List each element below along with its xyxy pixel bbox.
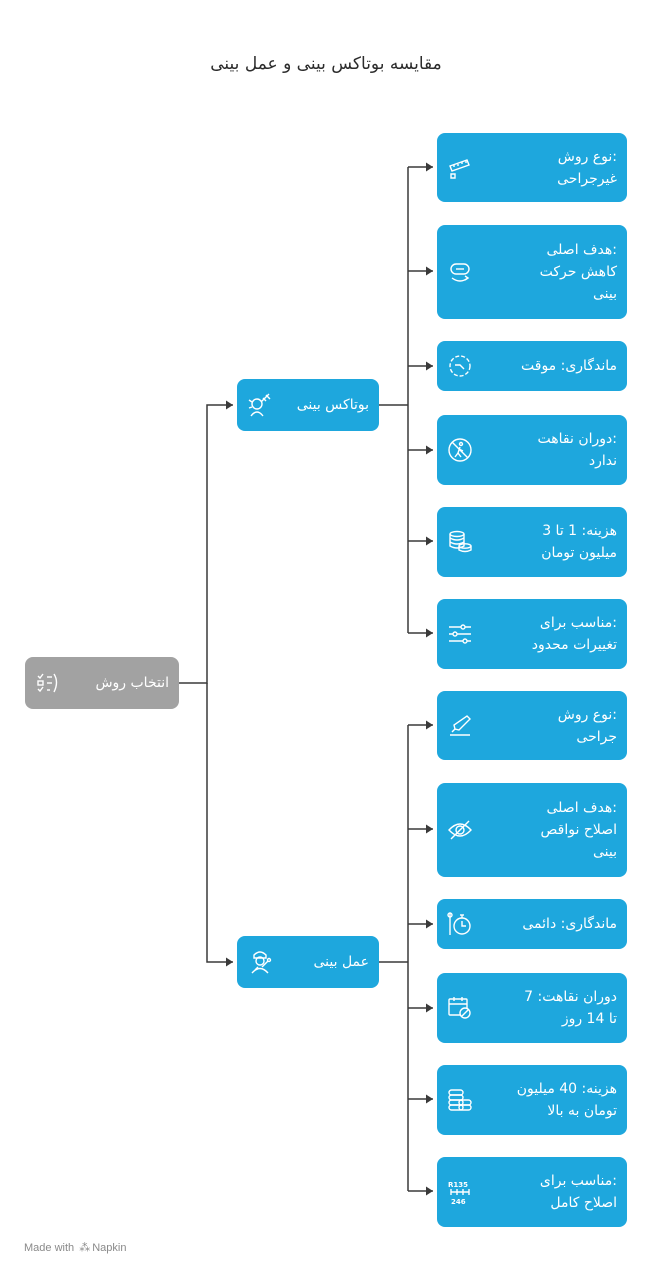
- svg-text:246: 246: [451, 1198, 466, 1205]
- surgery-item-suitable: R135 246 :مناسب برای اصلاح کامل: [437, 1157, 627, 1227]
- root-label: انتخاب روش: [95, 675, 169, 691]
- botox-item-durability: ماندگاری: موقت: [437, 341, 627, 391]
- branch-rhinoplasty-label: عمل بینی: [313, 954, 369, 970]
- botox-item-goal: :هدف اصلی کاهش حرکت بینی: [437, 225, 627, 319]
- botox-item-recovery: :دوران نقاهت ندارد: [437, 415, 627, 485]
- no-walking-icon: [447, 437, 473, 463]
- botox-item-method: :نوع روش غیرجراحی: [437, 133, 627, 202]
- coins-icon: [447, 529, 473, 555]
- botox-item-cost-text: هزینه: 1 تا 3 میلیون تومان: [541, 523, 617, 561]
- scalpel-icon: [447, 713, 473, 739]
- ruler-icon: [447, 155, 473, 181]
- botox-item-method-text: :نوع روش غیرجراحی: [557, 148, 617, 187]
- botox-item-suitable-text: :مناسب برای تغییرات محدود: [531, 615, 617, 653]
- surgery-item-goal-text: :هدف اصلی اصلاح نواقص بینی: [540, 800, 617, 860]
- decision-list-icon: [35, 670, 61, 696]
- surgery-item-method-text: :نوع روش جراحی: [557, 706, 617, 745]
- motion-icon: [447, 259, 473, 285]
- stopwatch-icon: [447, 911, 473, 937]
- brand-text: Napkin: [92, 1242, 127, 1254]
- made-with-text: Made with: [24, 1242, 75, 1254]
- surgery-item-cost-text: هزینه: 40 میلیون تومان به بالا: [516, 1081, 617, 1119]
- napkin-logo-icon: ⁂: [79, 1242, 91, 1254]
- surgery-item-suitable-text: :مناسب برای اصلاح کامل: [539, 1173, 617, 1211]
- made-with-footer: Made with ⁂Napkin: [24, 1241, 126, 1254]
- surgery-item-durability: ماندگاری: دائمی: [437, 899, 627, 949]
- surgery-item-recovery-text: دوران نقاهت: 7 تا 14 روز: [524, 989, 617, 1027]
- botox-item-suitable: :مناسب برای تغییرات محدود: [437, 599, 627, 669]
- surgery-item-method: :نوع روش جراحی: [437, 691, 627, 760]
- branch-botox-label: بوتاکس بینی: [296, 397, 369, 413]
- surgery-item-cost: هزینه: 40 میلیون تومان به بالا: [437, 1065, 627, 1135]
- gear-shift-icon: R135 246: [447, 1179, 473, 1205]
- branch-botox: بوتاکس بینی: [237, 379, 379, 431]
- botox-item-recovery-text: :دوران نقاهت ندارد: [537, 431, 617, 469]
- botox-item-durability-text: ماندگاری: موقت: [521, 358, 617, 374]
- surgery-item-recovery: دوران نقاهت: 7 تا 14 روز: [437, 973, 627, 1043]
- injection-face-icon: [247, 392, 273, 418]
- svg-text:R135: R135: [448, 1181, 468, 1189]
- root-node: انتخاب روش: [25, 657, 179, 709]
- botox-item-cost: هزینه: 1 تا 3 میلیون تومان: [437, 507, 627, 577]
- calendar-blocked-icon: [447, 995, 473, 1021]
- surgeon-icon: [247, 949, 273, 975]
- sliders-icon: [447, 621, 473, 647]
- connector-root-branch2: [206, 683, 233, 963]
- botox-item-goal-text: :هدف اصلی کاهش حرکت بینی: [539, 242, 617, 302]
- surgery-item-durability-text: ماندگاری: دائمی: [522, 916, 617, 932]
- clock-icon: [447, 353, 473, 379]
- eye-slash-icon: [447, 817, 473, 843]
- coin-stack-icon: [447, 1087, 473, 1113]
- branch-rhinoplasty: عمل بینی: [237, 936, 379, 988]
- diagram-title: مقایسه بوتاکس بینی و عمل بینی: [210, 54, 442, 74]
- surgery-item-goal: :هدف اصلی اصلاح نواقص بینی: [437, 783, 627, 877]
- connector-root-branch1: [179, 404, 233, 684]
